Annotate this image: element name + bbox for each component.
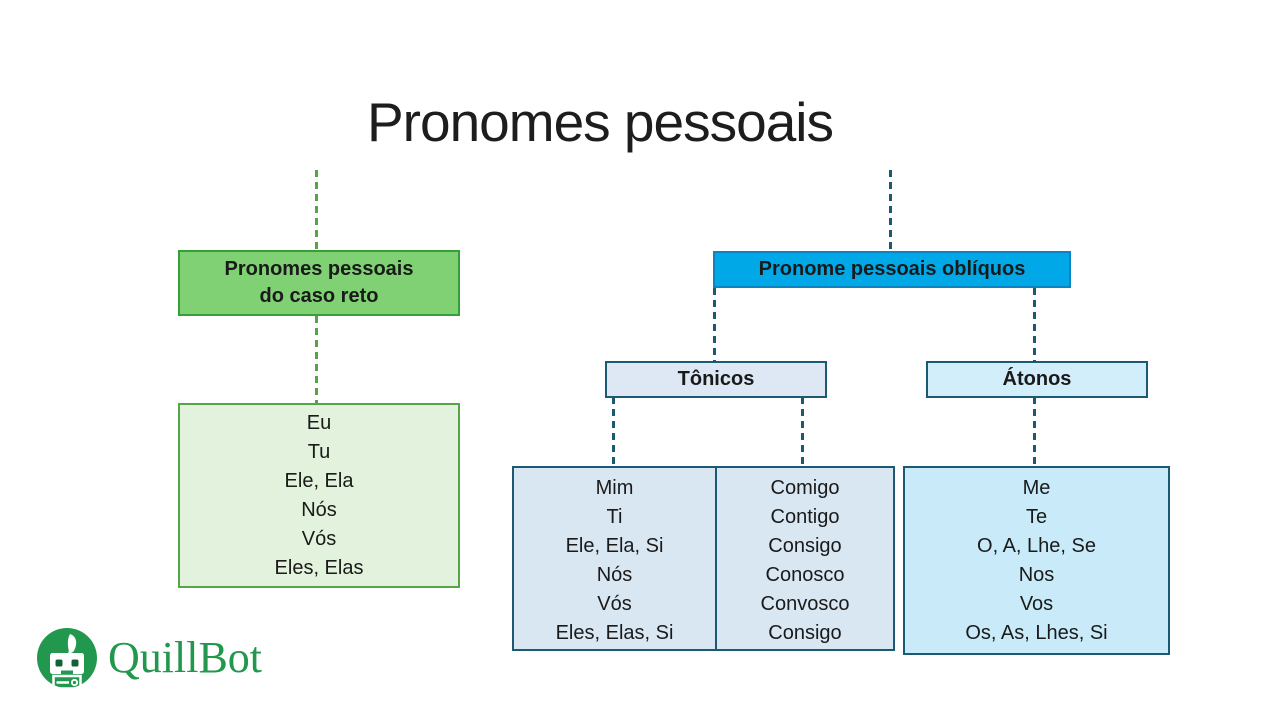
- list-item: O, A, Lhe, Se: [977, 535, 1096, 557]
- list-item: Eles, Elas: [274, 556, 364, 579]
- list-item: Vós: [597, 593, 632, 615]
- dashed-connector-tonicos-to-col2: [801, 397, 804, 466]
- list-item: Conosco: [765, 564, 845, 586]
- list-item: Tu: [307, 440, 331, 463]
- list-item: Ele, Ela, Si: [565, 535, 664, 557]
- list-item: Nós: [301, 498, 337, 521]
- node-tonicos: Tônicos: [605, 361, 827, 398]
- list-item: Vos: [1019, 593, 1054, 615]
- quillbot-logo: QuillBot: [36, 627, 262, 689]
- dashed-connector-reto-to-list: [315, 316, 318, 403]
- dashed-connector-title-to-obliquos: [889, 170, 892, 251]
- list-item: Ti: [606, 506, 623, 528]
- list-item: Ele, Ela: [284, 469, 354, 492]
- list-item: Consigo: [768, 622, 842, 644]
- quillbot-robot-icon: [37, 628, 97, 689]
- node-atonos: Átonos: [926, 361, 1148, 398]
- list-item: Me: [1022, 477, 1051, 499]
- list-item: Vós: [301, 527, 337, 550]
- node-caso-reto: Pronomes pessoais do caso reto: [178, 250, 460, 316]
- dashed-connector-atonos-to-list: [1033, 397, 1036, 466]
- list-item: Comigo: [770, 477, 840, 499]
- node-obliquos: Pronome pessoais oblíquos: [713, 251, 1071, 288]
- dashed-connector-obliquos-to-atonos: [1033, 288, 1036, 361]
- list-item: Eles, Elas, Si: [555, 622, 674, 644]
- quillbot-wordmark: QuillBot: [108, 633, 263, 682]
- list-item: Pronomes pessoais: [224, 258, 414, 280]
- list-item: do caso reto: [259, 285, 379, 307]
- dashed-connector-obliquos-to-tonicos: [713, 288, 716, 361]
- dashed-connector-title-to-reto: [315, 170, 318, 250]
- list-item: Os, As, Lhes, Si: [965, 622, 1108, 644]
- list-item: Consigo: [768, 535, 842, 557]
- list-item: Convosco: [760, 593, 850, 615]
- list-item: Mim: [595, 477, 634, 499]
- list-item: Te: [1025, 506, 1048, 528]
- dashed-connector-tonicos-to-col1: [612, 397, 615, 466]
- diagram-title: Pronomes pessoais: [366, 91, 834, 153]
- list-item: Contigo: [770, 506, 840, 528]
- list-item: Nos: [1018, 564, 1055, 586]
- list-item: Eu: [306, 411, 332, 434]
- list-item: Nós: [596, 564, 633, 586]
